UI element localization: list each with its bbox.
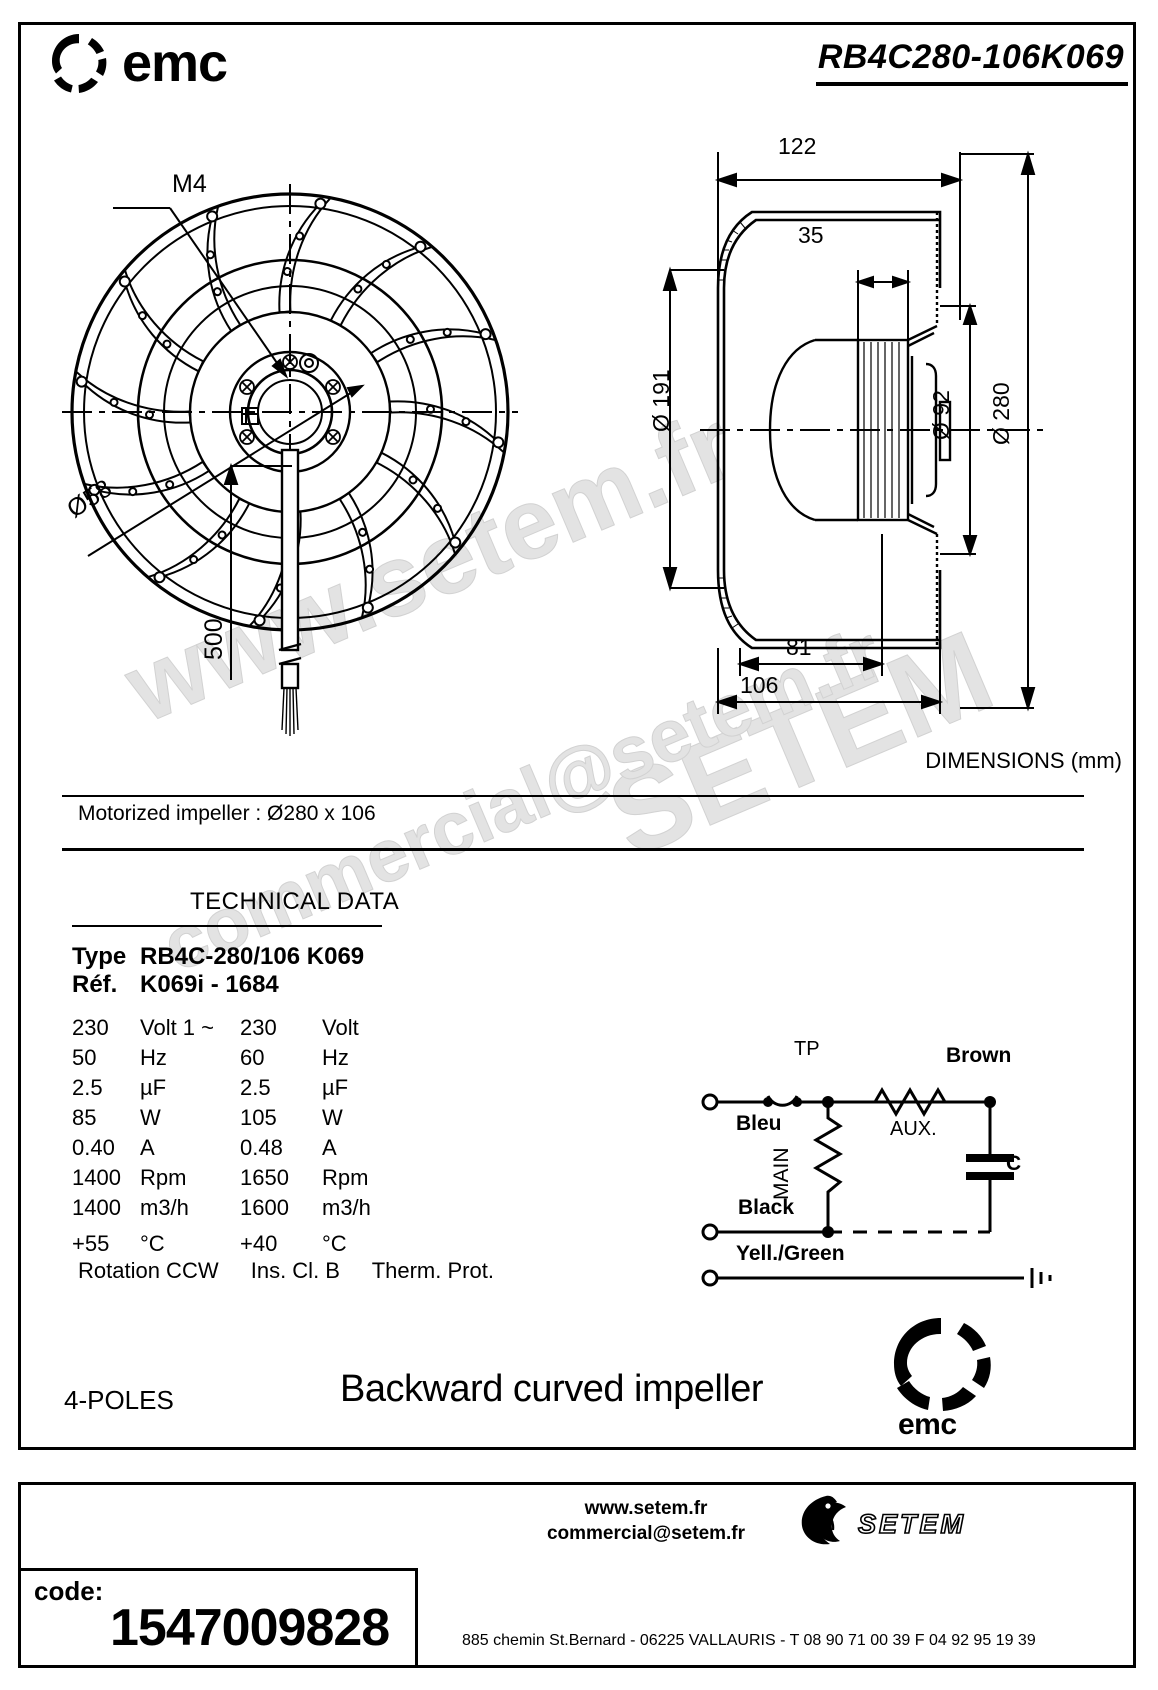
dim-d280: Ø 280 — [988, 382, 1014, 445]
spec-value-60hz: 1650 — [240, 1165, 289, 1190]
model-underline — [816, 82, 1128, 86]
dimensions-unit-note: DIMENSIONS (mm) — [925, 748, 1122, 773]
wiring-label-tp: TP — [794, 1038, 820, 1060]
spec-unit-50hz: m3/h — [140, 1195, 189, 1220]
wiring-label-earth: Yell./Green — [736, 1242, 845, 1265]
wiring-label-brown: Brown — [946, 1044, 1012, 1067]
emc-logo-footer: emc — [866, 1312, 1016, 1442]
label-m4: M4 — [172, 170, 207, 198]
dim-122: 122 — [778, 133, 817, 159]
emc-swirl-icon — [44, 30, 114, 100]
dim-d191: Ø 191 — [648, 369, 674, 432]
setem-website: www.setem.fr — [584, 1498, 708, 1519]
spec-row: 85 W 105 W — [72, 1105, 412, 1135]
spec-row: 2.5 µF 2.5 µF — [72, 1075, 412, 1105]
spec-unit-60hz: m3/h — [322, 1195, 371, 1220]
technical-data-title: TECHNICAL DATA — [190, 888, 400, 915]
setem-logo: SETEM — [788, 1492, 1038, 1552]
rotation-value: Rotation CCW — [78, 1258, 219, 1283]
spec-value-60hz: 230 — [240, 1015, 277, 1040]
spec-value-60hz: 60 — [240, 1045, 265, 1070]
divider-bottom — [62, 848, 1084, 851]
emc-wordmark-footer: emc — [898, 1408, 957, 1441]
spec-unit-50hz: Rpm — [140, 1165, 187, 1190]
code-label: code: — [34, 1576, 104, 1606]
wiring-label-blue: Bleu — [736, 1112, 782, 1135]
spec-value-60hz: 105 — [240, 1105, 277, 1130]
spec-unit-50hz: °C — [140, 1231, 165, 1256]
spec-value-60hz: 1600 — [240, 1195, 289, 1220]
spec-row: 1400 m3/h 1600 m3/h — [72, 1195, 412, 1225]
ref-label: Réf. — [72, 971, 118, 998]
spec-row: 50 Hz 60 Hz — [72, 1045, 412, 1075]
setem-address: 885 chemin St.Bernard - 06225 VALLAURIS … — [462, 1632, 1036, 1649]
dim-106: 106 — [740, 672, 779, 698]
code-value: 1547009828 — [110, 1599, 390, 1657]
impeller-section-view — [640, 130, 1060, 740]
svg-text:SETEM: SETEM — [858, 1509, 966, 1539]
wiring-label-aux: AUX. — [890, 1118, 937, 1140]
spec-value-60hz: +40 — [240, 1231, 278, 1256]
wiring-label-black: Black — [738, 1196, 795, 1219]
spec-unit-50hz: W — [140, 1105, 161, 1130]
spec-unit-60hz: A — [322, 1135, 337, 1160]
poles-label: 4-POLES — [64, 1385, 174, 1415]
motorized-impeller-note: Motorized impeller : Ø280 x 106 — [78, 802, 376, 825]
spec-value-50hz: 50 — [72, 1045, 97, 1070]
spec-value-50hz: 2.5 — [72, 1075, 103, 1100]
wiring-diagram — [700, 1030, 1080, 1290]
type-label: Type — [72, 943, 127, 970]
spec-value-50hz: +55 — [72, 1231, 110, 1256]
spec-unit-60hz: Rpm — [322, 1165, 369, 1190]
spec-unit-60hz: °C — [322, 1231, 347, 1256]
insulation-value: Ins. Cl. B — [250, 1258, 340, 1283]
spec-unit-60hz: Hz — [322, 1045, 349, 1070]
specifications-table: 230 Volt 1 ~ 230 Volt 50 Hz 60 Hz 2.5 µF 2.5 µF 85 W 1… — [72, 1015, 412, 1261]
wiring-label-main: MAIN — [770, 1147, 793, 1201]
spec-value-50hz: 230 — [72, 1015, 109, 1040]
model-number: RB4C280-106K069 — [817, 38, 1124, 76]
spec-row: 0.40 A 0.48 A — [72, 1135, 412, 1165]
type-value: RB4C-280/106 K069 — [140, 943, 365, 970]
ref-value: K069i - 1684 — [140, 971, 279, 998]
spec-row: 230 Volt 1 ~ 230 Volt — [72, 1015, 412, 1045]
setem-email: commercial@setem.fr — [546, 1523, 746, 1544]
impeller-front-view — [60, 150, 620, 750]
spec-unit-60hz: W — [322, 1105, 343, 1130]
spec-unit-60hz: Volt — [322, 1015, 359, 1040]
spec-value-50hz: 1400 — [72, 1165, 121, 1190]
spec-unit-60hz: µF — [322, 1075, 349, 1100]
spec-unit-50hz: µF — [140, 1075, 167, 1100]
spec-row: 1400 Rpm 1650 Rpm — [72, 1165, 412, 1195]
dim-35: 35 — [798, 222, 824, 248]
protection-value: Therm. Prot. — [371, 1258, 494, 1283]
spec-value-60hz: 0.48 — [240, 1135, 283, 1160]
spec-unit-50hz: Hz — [140, 1045, 167, 1070]
spec-value-50hz: 0.40 — [72, 1135, 115, 1160]
spec-value-50hz: 1400 — [72, 1195, 121, 1220]
spec-value-50hz: 85 — [72, 1105, 97, 1130]
main-border — [18, 22, 1136, 1450]
rotation-line: Rotation CCW Ins. Cl. B Therm. Prot. — [78, 1258, 520, 1284]
spec-unit-50hz: A — [140, 1135, 155, 1160]
code-box — [18, 1568, 418, 1668]
emc-wordmark: emc — [122, 33, 228, 93]
spec-row: +55 °C +40 °C — [72, 1231, 412, 1261]
spec-unit-50hz: Volt 1 ~ — [140, 1015, 215, 1040]
dim-81: 81 — [786, 634, 812, 660]
technical-data-underline — [72, 925, 382, 927]
setem-contact: www.setem.fr commercial@setem.fr — [516, 1496, 776, 1546]
emc-logo-header: emc — [44, 30, 304, 100]
wiring-label-capacitor: C — [1006, 1152, 1022, 1175]
product-name: Backward curved impeller — [340, 1368, 764, 1410]
divider-top — [62, 795, 1084, 797]
label-cable-length: 500 — [200, 618, 228, 660]
dim-d92: Ø 92 — [928, 390, 954, 440]
spec-value-60hz: 2.5 — [240, 1075, 271, 1100]
